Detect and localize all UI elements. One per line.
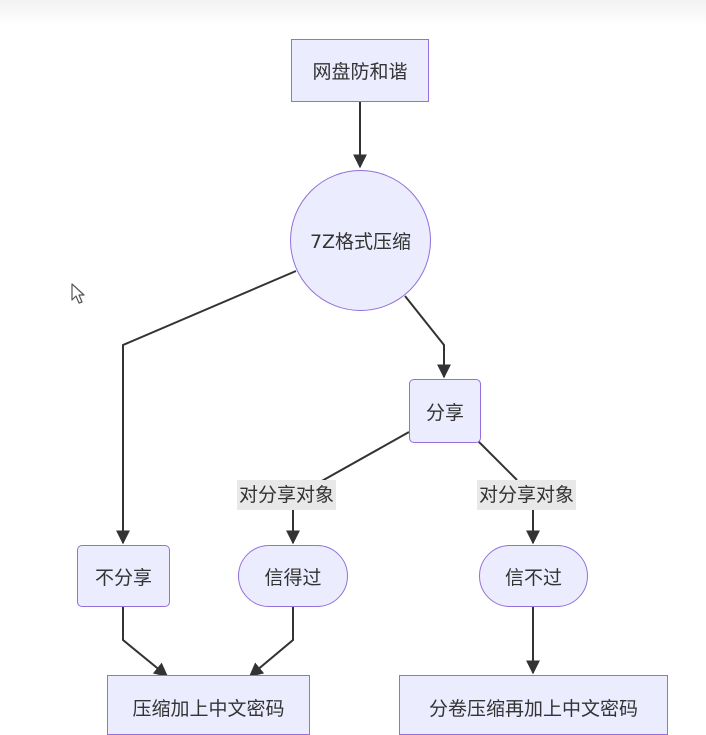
window-top-bar <box>0 0 706 26</box>
node-result-b-label: 分卷压缩再加上中文密码 <box>428 698 638 720</box>
mouse-pointer-icon <box>71 283 87 309</box>
flowchart-edges <box>116 102 540 677</box>
edge-compress-to-no-share <box>116 270 297 545</box>
node-compress[interactable]: 7Z格式压缩 <box>290 170 431 311</box>
edge-label-right: 对分享对象 <box>477 480 577 510</box>
edge-trusted-to-result-a <box>248 607 294 677</box>
node-share-label: 分享 <box>425 401 464 424</box>
edge-share-to-right-label <box>477 440 518 481</box>
edge-no-share-to-result-a <box>122 607 169 677</box>
node-result-a[interactable]: 压缩加上中文密码 <box>107 675 310 735</box>
node-compress-label: 7Z格式压缩 <box>309 231 412 253</box>
edge-share-to-left-label <box>319 431 410 483</box>
node-untrusted-label: 信不过 <box>504 566 562 589</box>
node-trusted[interactable]: 信得过 <box>238 545 348 607</box>
node-no-share[interactable]: 不分享 <box>77 545 170 607</box>
node-root[interactable]: 网盘防和谐 <box>291 39 429 102</box>
node-untrusted[interactable]: 信不过 <box>479 545 588 607</box>
node-root-label: 网盘防和谐 <box>312 61 408 83</box>
edge-label-left: 对分享对象 <box>237 480 337 510</box>
node-no-share-label: 不分享 <box>94 566 152 589</box>
node-result-b[interactable]: 分卷压缩再加上中文密码 <box>399 675 668 735</box>
node-share[interactable]: 分享 <box>409 379 481 443</box>
node-result-a-label: 压缩加上中文密码 <box>132 698 285 720</box>
node-trusted-label: 信得过 <box>264 566 322 589</box>
edge-compress-to-share <box>404 295 451 379</box>
